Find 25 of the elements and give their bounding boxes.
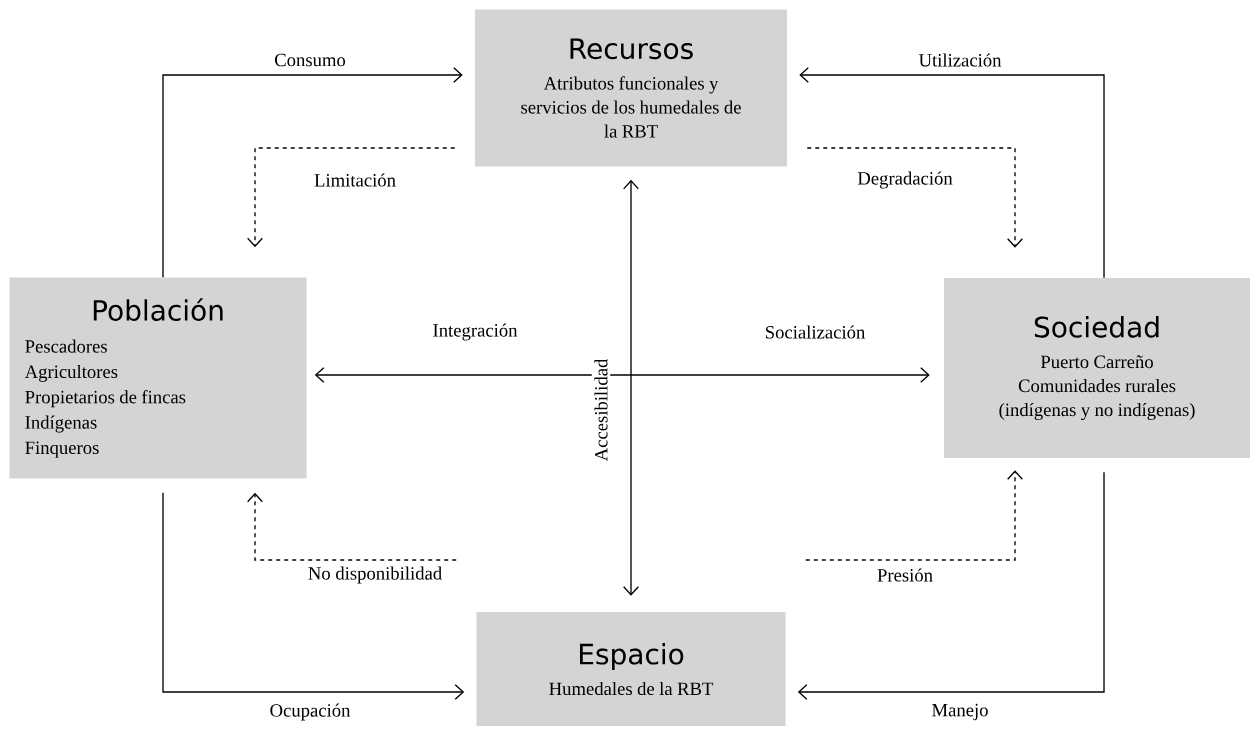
arrow — [247, 492, 457, 561]
concept-box: Sociedad Puerto Carreño Comunidades rurales (indígenas y no indígenas) — [944, 278, 1250, 458]
edge-label: Integración — [429, 320, 521, 344]
edge-label: Utilización — [915, 50, 1005, 70]
arrow — [162, 492, 465, 700]
arrow — [799, 67, 1105, 279]
edge-label: Limitación — [311, 170, 399, 190]
arrow — [162, 67, 463, 278]
concept-box: Espacio Humedales de la RBT — [476, 612, 786, 726]
concept-box: Población Pescadores Agricultores Propietarios de fincas Indígenas Finqueros — [9, 277, 307, 479]
arrow-label: Socialización — [762, 322, 868, 342]
edge-label: Manejo — [928, 701, 992, 723]
edge-label: No disponibilidad — [305, 563, 445, 587]
edge-label: Accesibilidad — [591, 356, 611, 464]
edge-label: Degradación — [854, 168, 956, 192]
arrow — [797, 471, 1105, 700]
edge-label: Presión — [874, 565, 936, 585]
arrow — [247, 147, 456, 248]
concept-box: Recursos Atributos funcionales y servicios de los humedales de la RBT — [475, 9, 787, 167]
edge-label: Ocupación — [266, 700, 354, 724]
arrow — [314, 367, 930, 383]
arrow — [806, 147, 1023, 248]
arrow — [623, 179, 639, 596]
edge-label: Consumo — [271, 51, 349, 69]
arrow — [805, 470, 1023, 561]
